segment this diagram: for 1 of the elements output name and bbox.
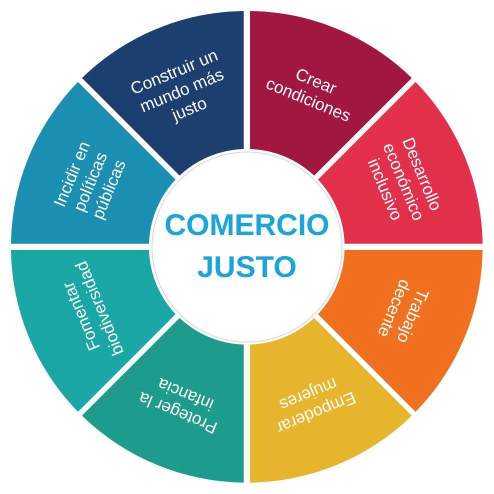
center-title: COMERCIO JUSTO <box>164 208 330 286</box>
